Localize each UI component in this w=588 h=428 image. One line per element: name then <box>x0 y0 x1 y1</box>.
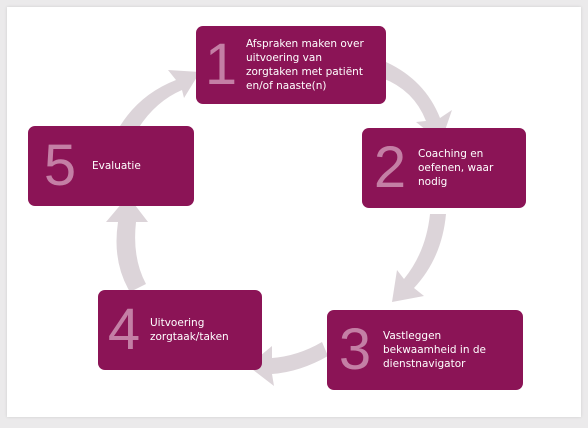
step-5-box: 5 Evaluatie <box>28 126 194 206</box>
cycle-arrows <box>106 62 452 386</box>
step-2-box: 2 Coaching en oefenen, waar nodig <box>362 128 526 208</box>
step-1-number: 1 <box>204 32 238 97</box>
step-3-label: Vastleggen bekwaamheid in de dienstnavig… <box>383 330 486 370</box>
step-5-number: 5 <box>43 133 77 198</box>
step-4-box: 4 Uitvoering zorgtaak/taken <box>98 290 262 370</box>
step-3-box: 3 Vastleggen bekwaamheid in de dienstnav… <box>327 310 523 390</box>
step-2-label: Coaching en oefenen, waar nodig <box>418 148 494 188</box>
step-1-label: Afspraken maken over uitvoering van zorg… <box>246 38 364 92</box>
step-3-number: 3 <box>338 317 372 382</box>
arrow-3-to-4 <box>248 342 328 386</box>
arrow-5-to-1 <box>120 70 200 132</box>
step-5-label: Evaluatie <box>92 160 141 172</box>
step-1-box: 1 Afspraken maken over uitvoering van zo… <box>196 26 386 104</box>
step-4-number: 4 <box>107 297 141 362</box>
arrow-4-to-5 <box>106 196 148 292</box>
step-2-number: 2 <box>373 135 407 200</box>
arrow-1-to-2 <box>382 62 452 142</box>
step-4-label: Uitvoering zorgtaak/taken <box>150 317 229 343</box>
arrow-2-to-3 <box>392 214 446 302</box>
